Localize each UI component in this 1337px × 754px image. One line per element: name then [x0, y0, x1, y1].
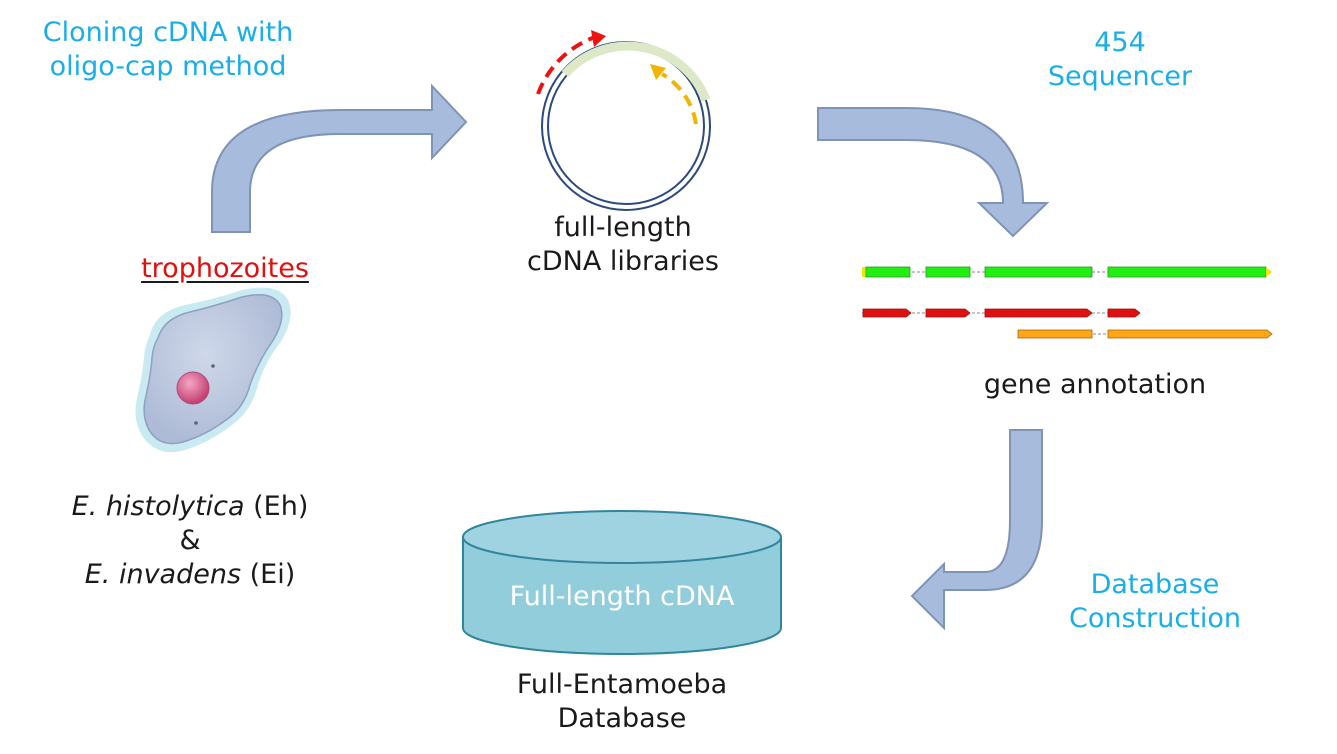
sequencer-label-line2: Sequencer	[1047, 60, 1193, 92]
database-name-label: Full-Entamoeba Database	[482, 668, 762, 736]
cloning-label: Cloning cDNA with oligo-cap method	[8, 16, 328, 84]
species-label: E. histolytica (Eh) & E. invadens (Ei)	[30, 490, 350, 591]
arrow-db-construction	[910, 429, 1043, 631]
ei-species-code: (Ei)	[241, 558, 296, 590]
ei-species-name: E. invadens	[84, 558, 242, 590]
trophozoites-label: trophozoites	[141, 253, 309, 284]
libraries-label: full-length cDNA libraries	[493, 211, 753, 279]
species-and: &	[179, 524, 201, 556]
trophozoite-cell-icon	[135, 287, 291, 453]
cylinder-label: Full-length cDNA	[509, 581, 735, 612]
arrow-sequencing	[817, 107, 1050, 238]
species-ei-line: E. invadens (Ei)	[30, 558, 350, 592]
cloning-label-line1: Cloning cDNA with	[42, 17, 294, 48]
eh-species-code: (Eh)	[244, 491, 309, 522]
cloning-label-line2: oligo-cap method	[49, 50, 287, 82]
plasmid-icon	[536, 30, 711, 211]
sequencer-label: 454 Sequencer	[1010, 26, 1230, 94]
db-construction-line1: Database	[1090, 569, 1220, 600]
libraries-label-line2: cDNA libraries	[527, 245, 719, 277]
database-name-line2: Database	[557, 702, 687, 734]
gene-annotation-label: gene annotation	[983, 369, 1207, 400]
eh-species-name: E. histolytica	[71, 491, 245, 522]
db-construction-label: Database Construction	[1040, 568, 1270, 636]
species-eh-line: E. histolytica (Eh)	[30, 490, 350, 524]
database-cylinder-icon	[462, 510, 782, 655]
libraries-label-line1: full-length	[554, 212, 692, 243]
sequencer-label-line1: 454	[1094, 27, 1146, 58]
gene-annotation-tracks	[862, 266, 1273, 339]
arrow-cloning	[211, 83, 468, 233]
database-name-line1: Full-Entamoeba	[516, 669, 728, 700]
db-construction-line2: Construction	[1069, 602, 1241, 634]
